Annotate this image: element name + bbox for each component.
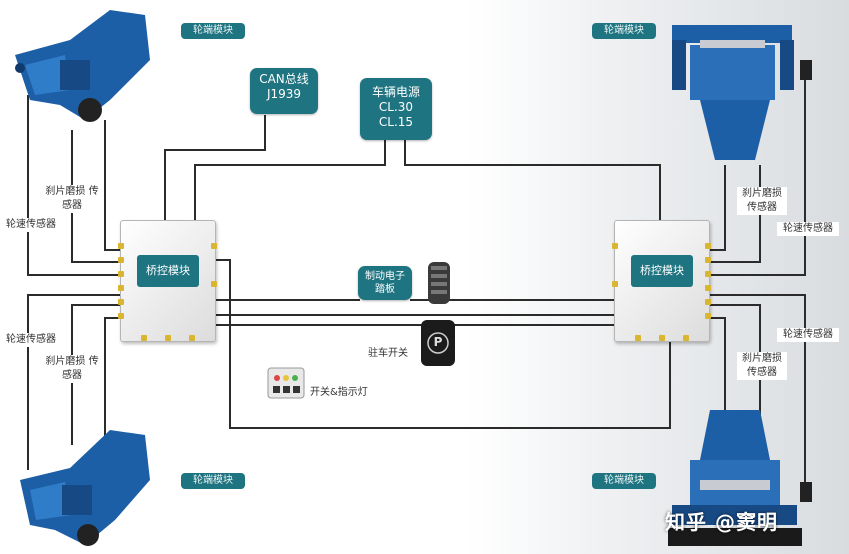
bridge-control-module-left-label: 桥控模块	[137, 255, 199, 287]
switch-lamp-label: 开关&指示灯	[310, 387, 368, 398]
brake-pedal-icon	[428, 262, 450, 304]
wheel-module-tag-top-left: 轮端模块	[181, 23, 245, 39]
brake-caliper-top-left-icon	[15, 10, 150, 122]
can-bus-box: CAN总线 J1939	[250, 68, 318, 114]
wheel-speed-sensor-label-left-top: 轮速传感器	[2, 218, 60, 232]
wheel-speed-sensor-label-right-top: 轮速传感器	[777, 222, 839, 236]
wheel-module-tag-bottom-right: 轮端模块	[592, 473, 656, 489]
brake-chamber-bottom-right-icon	[668, 410, 812, 546]
pad-wear-sensor-label-right-top: 刹片磨损 传感器	[737, 187, 787, 215]
vehicle-power-box: 车辆电源 CL.30 CL.15	[360, 78, 432, 140]
bridge-control-module-right: 桥控模块	[612, 220, 711, 342]
wheel-module-tag-bottom-left: 轮端模块	[181, 473, 245, 489]
parking-switch-label: 驻车开关	[368, 348, 408, 359]
brake-caliper-bottom-left-icon	[20, 430, 150, 546]
wheel-module-tag-top-right: 轮端模块	[592, 23, 656, 39]
switch-lamp-panel-icon	[267, 367, 305, 399]
pad-wear-sensor-label-left-top: 刹片磨损 传感器	[44, 185, 100, 213]
brake-chamber-top-right-icon	[672, 25, 812, 160]
pad-wear-sensor-label-right-bottom: 刹片磨损 传感器	[737, 352, 787, 380]
watermark-text: 知乎 @窦明	[665, 510, 778, 534]
brake-pedal-box: 制动电子 踏板	[358, 266, 412, 300]
parking-switch-icon	[421, 320, 455, 366]
parking-p-glyph: P	[433, 335, 443, 349]
bridge-control-module-right-label: 桥控模块	[631, 255, 693, 287]
wheel-speed-sensor-label-left-bottom: 轮速传感器	[2, 333, 60, 347]
wheel-speed-sensor-label-right-bottom: 轮速传感器	[777, 328, 839, 342]
pad-wear-sensor-label-left-bottom: 刹片磨损 传感器	[44, 355, 100, 383]
bridge-control-module-left: 桥控模块	[118, 220, 217, 342]
